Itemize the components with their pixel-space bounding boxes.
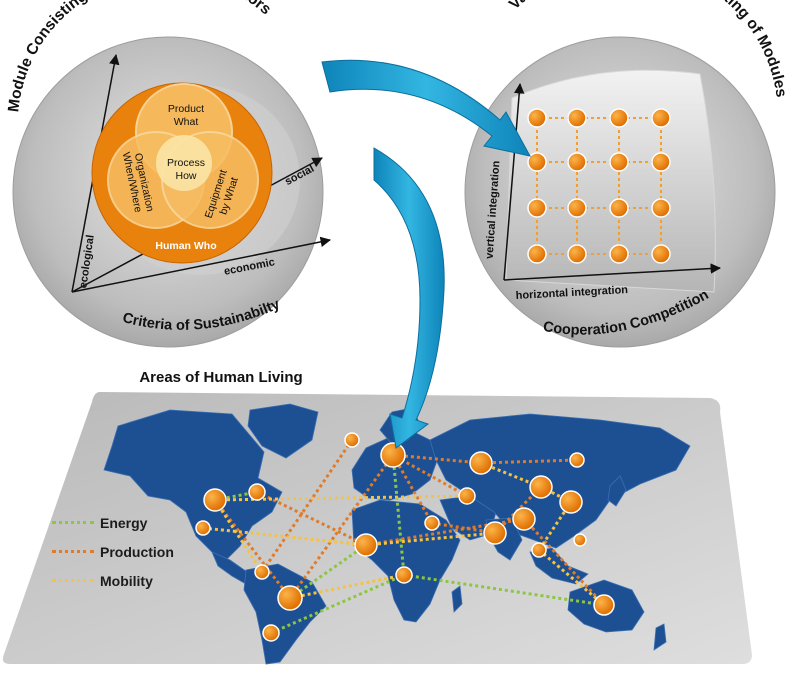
- city-node: [277, 585, 303, 611]
- city-node: [203, 488, 227, 512]
- module-node: [651, 152, 671, 172]
- continents: [103, 403, 691, 665]
- city-node: [483, 521, 507, 545]
- module-node: [609, 198, 629, 218]
- city-node: [262, 624, 280, 642]
- map-legend: Energy Production Mobility: [52, 508, 174, 595]
- integration-axes: [503, 82, 722, 281]
- legend-energy-label: Energy: [100, 514, 148, 531]
- city-node: [248, 483, 266, 501]
- module-node: [609, 152, 629, 172]
- legend-item-production: Production: [52, 537, 174, 566]
- arrow-to-map: [373, 147, 445, 449]
- city-node: [395, 566, 413, 584]
- flow-arrows: [321, 59, 531, 449]
- city-node: [531, 542, 547, 558]
- map-title: Areas of Human Living: [139, 369, 302, 386]
- city-node: [380, 442, 406, 468]
- legend-item-mobility: Mobility: [52, 566, 174, 595]
- legend-energy-line: [52, 521, 94, 524]
- module-grid: [527, 108, 671, 264]
- legend-mobility-line: [52, 579, 94, 582]
- route-link: [480, 458, 578, 465]
- city-node: [458, 487, 476, 505]
- module-node: [527, 198, 547, 218]
- route-link: [538, 548, 605, 607]
- module-node: [567, 108, 587, 128]
- venn-process-line1: Process: [167, 157, 205, 169]
- route-link: [480, 461, 542, 489]
- route-link: [522, 517, 606, 607]
- city-node: [254, 564, 270, 580]
- city-node: [593, 594, 615, 616]
- city-node: [195, 520, 211, 536]
- right-network-circle: [464, 36, 776, 348]
- route-link: [392, 453, 468, 498]
- route-link: [213, 499, 264, 573]
- module-node: [567, 244, 587, 264]
- route-link: [403, 573, 605, 607]
- legend-item-energy: Energy: [52, 508, 174, 537]
- venn-product-line2: What: [174, 116, 199, 128]
- route-link: [213, 499, 292, 599]
- city-node: [573, 533, 587, 547]
- legend-production-line: [52, 550, 94, 553]
- route-link: [289, 573, 405, 600]
- module-node: [651, 108, 671, 128]
- route-link: [537, 501, 573, 551]
- legend-production-label: Production: [100, 543, 174, 560]
- city-node: [529, 475, 553, 499]
- city-node: [569, 452, 585, 468]
- module-node: [527, 244, 547, 264]
- city-nodes: [195, 432, 615, 642]
- route-link: [270, 573, 405, 635]
- module-node: [527, 108, 547, 128]
- venn-process-line2: How: [175, 170, 196, 182]
- world-map: [2, 392, 753, 665]
- venn-human: Human Who: [155, 240, 216, 252]
- module-node: [567, 152, 587, 172]
- route-link: [288, 454, 395, 599]
- route-link: [392, 453, 482, 465]
- city-node: [344, 432, 360, 448]
- route-link: [260, 439, 354, 573]
- module-node: [651, 198, 671, 218]
- route-link: [391, 454, 434, 524]
- city-node: [512, 507, 536, 531]
- module-node: [651, 244, 671, 264]
- axis-label-horizontal-integration: horizontal integration: [515, 284, 628, 302]
- city-node: [469, 451, 493, 475]
- city-node: [424, 515, 440, 531]
- module-node: [609, 108, 629, 128]
- route-link: [391, 454, 406, 576]
- venn-product-line1: Product: [168, 103, 204, 115]
- module-node: [609, 244, 629, 264]
- value-creation-venn: [91, 82, 273, 264]
- city-node: [354, 533, 378, 557]
- arrow-to-network: [321, 59, 531, 157]
- module-node: [527, 152, 547, 172]
- legend-mobility-label: Mobility: [100, 572, 153, 589]
- route-link: [256, 490, 367, 547]
- module-node: [567, 198, 587, 218]
- city-node: [559, 490, 583, 514]
- left-module-circle: [12, 36, 332, 348]
